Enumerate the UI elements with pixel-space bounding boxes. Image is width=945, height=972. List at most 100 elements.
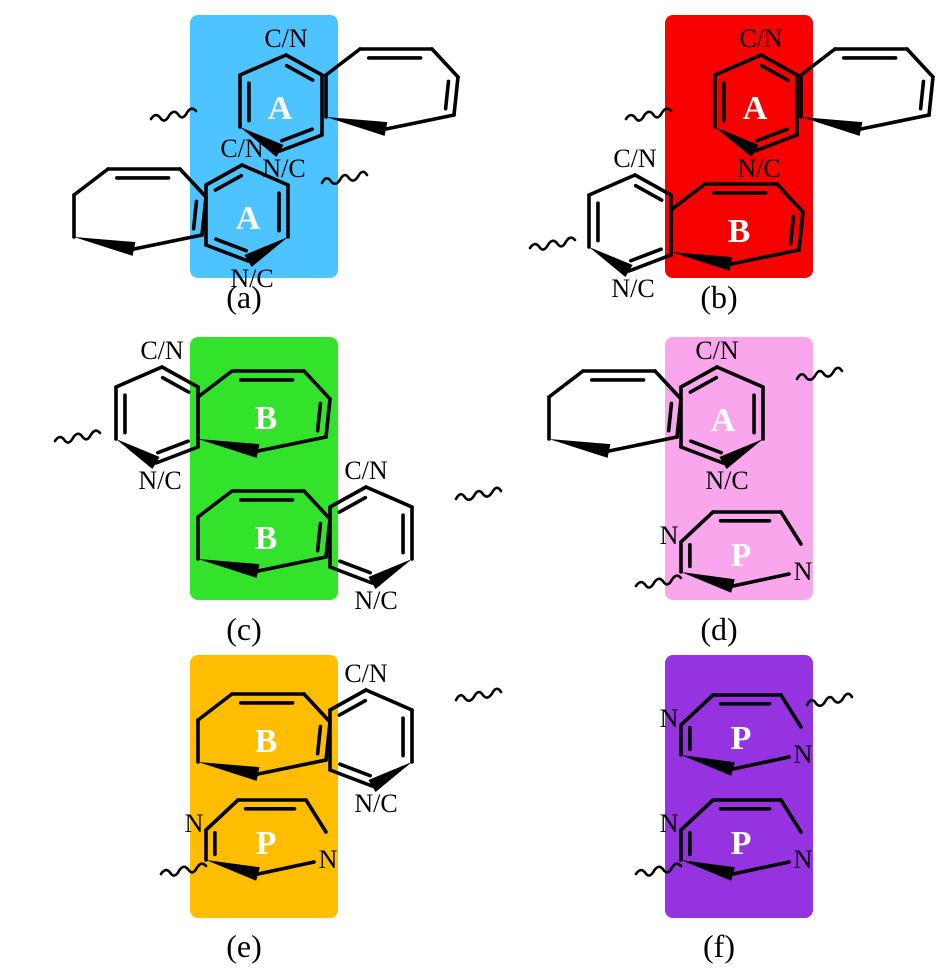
highlight-box: [665, 655, 813, 918]
wedge-bond: [549, 439, 611, 458]
panel-label: (d): [700, 611, 737, 647]
attachment-squiggle: [159, 862, 208, 877]
double-bond-line: [689, 439, 723, 455]
atom-label-c-n: C/N: [220, 134, 264, 163]
attachment-squiggle: [634, 574, 683, 589]
wedge-bond: [671, 252, 733, 271]
wedge-bond: [719, 439, 763, 470]
bond: [731, 755, 791, 771]
bond: [328, 565, 374, 585]
bond: [196, 489, 234, 519]
atom-label-n: N: [660, 521, 679, 550]
wedge-bond: [715, 127, 759, 158]
double-bond-line: [214, 237, 248, 253]
wedge-bond: [681, 572, 735, 593]
panel-c: BC/NN/CBC/NN/C(c): [53, 336, 503, 647]
attachment-squiggle: [624, 107, 673, 122]
double-bond-line: [688, 375, 719, 394]
bond: [729, 248, 801, 266]
bond: [240, 163, 290, 187]
ring-label: P: [731, 720, 752, 757]
wedge-bond: [368, 762, 412, 793]
wedge-bond: [206, 860, 260, 881]
attachment-squiggle: [805, 692, 854, 708]
panel-label: (e): [226, 928, 262, 964]
bond: [196, 369, 234, 399]
bond: [384, 113, 456, 131]
bond: [132, 233, 204, 251]
atom-label-n-c: N/C: [354, 586, 397, 615]
bond: [627, 253, 673, 273]
bond: [256, 555, 328, 573]
wedge-bond: [240, 127, 284, 158]
bond: [753, 133, 799, 153]
attachment-squiggle: [320, 170, 369, 186]
panel-a: C/NN/CAC/NN/CA(a): [72, 15, 460, 315]
wedge-bond: [681, 860, 735, 881]
bond: [713, 53, 763, 77]
bond: [278, 133, 324, 153]
atom-label-n: N: [794, 740, 813, 769]
bond: [302, 692, 332, 724]
atom-label-n: N: [794, 845, 813, 874]
bond: [779, 798, 803, 834]
wedge-bond: [589, 247, 633, 278]
wedge-bond: [244, 237, 288, 268]
bond: [653, 369, 683, 401]
ring-label: P: [731, 537, 752, 574]
atom-label-c-n: C/N: [695, 336, 739, 365]
atom-label-n: N: [185, 809, 204, 838]
double-bond-line: [284, 63, 315, 82]
ring-label: A: [268, 90, 293, 127]
bond: [178, 167, 208, 199]
bond: [679, 365, 719, 389]
double-bond-line: [337, 495, 368, 514]
bond: [364, 688, 414, 712]
ring-label: B: [255, 520, 278, 557]
bond: [72, 167, 110, 197]
ring-label: B: [255, 400, 278, 437]
wedge-bond: [198, 559, 260, 578]
wedge-bond: [681, 755, 735, 776]
bond: [452, 75, 460, 117]
atom-label-c-n: C/N: [739, 24, 783, 53]
highlight-box: [190, 337, 338, 600]
attachment-squiggle: [149, 107, 198, 122]
panel-label: (f): [703, 928, 735, 964]
double-bond-line: [315, 401, 323, 433]
highlight-box: [665, 337, 813, 600]
panel-label: (c): [226, 611, 262, 647]
double-bond-line: [280, 127, 314, 143]
bond: [679, 445, 725, 465]
double-bond-line: [337, 698, 368, 717]
double-bond-line: [156, 439, 190, 455]
bond: [238, 53, 288, 77]
bond: [324, 397, 332, 439]
panel-label: (b): [700, 279, 737, 315]
bond: [669, 182, 707, 212]
double-bond-line: [788, 214, 796, 246]
ring-label: A: [743, 90, 768, 127]
bond: [759, 53, 799, 77]
bond: [905, 47, 935, 79]
double-bond-line: [338, 559, 372, 575]
bond: [779, 693, 803, 729]
bond: [775, 182, 805, 214]
atom-label-n-c: N/C: [230, 264, 273, 293]
double-bond-line: [213, 173, 244, 192]
atom-label-n-c: N/C: [737, 154, 780, 183]
bond: [859, 113, 931, 131]
bond: [256, 435, 328, 453]
bond: [114, 365, 164, 389]
bond: [324, 47, 362, 77]
atom-label-n-c: N/C: [705, 466, 748, 495]
atom-label-n: N: [660, 704, 679, 733]
bond: [328, 768, 374, 788]
double-bond-line: [315, 724, 323, 756]
bond: [328, 688, 368, 712]
bond: [679, 693, 715, 727]
attachment-squiggle: [454, 687, 503, 703]
highlight-box: [190, 655, 338, 918]
